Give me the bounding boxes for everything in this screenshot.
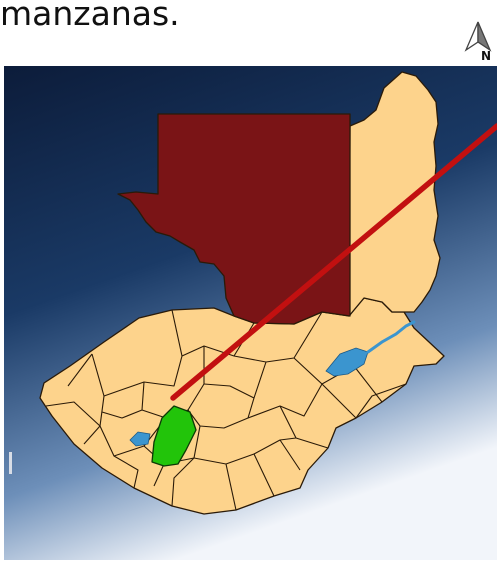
country-base (39, 297, 445, 515)
department-small-highlight (151, 405, 197, 467)
north-arrow-icon: N (462, 20, 496, 63)
north-arrow-label: N (481, 49, 491, 62)
lake-atitlan (129, 431, 151, 447)
department-peten-highlight (117, 113, 351, 325)
lake-izabal-outlet (366, 320, 416, 354)
pointer-line (170, 123, 497, 401)
department-izabal (348, 71, 441, 317)
edge-mark (9, 452, 12, 474)
map-panel (4, 66, 497, 560)
lake-izabal (325, 347, 369, 377)
caption-text: manzanas. (0, 0, 180, 33)
